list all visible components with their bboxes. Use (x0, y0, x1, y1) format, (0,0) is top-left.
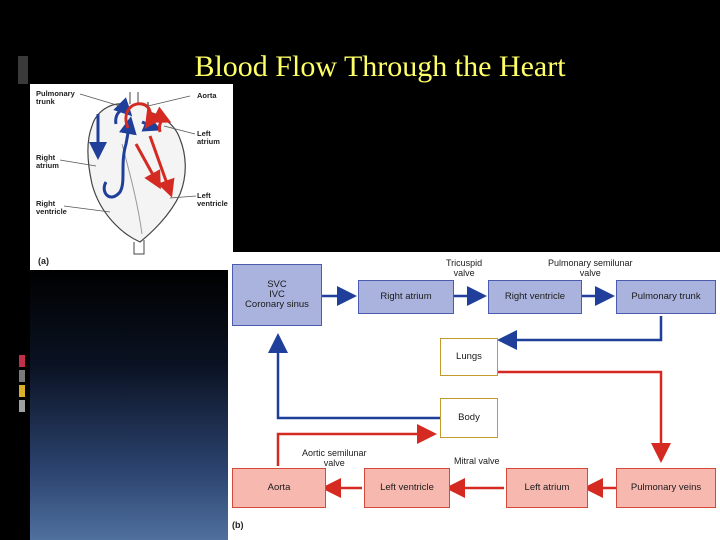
panel-label-b: (b) (232, 520, 244, 530)
title-rule (18, 56, 28, 84)
side-mark (19, 385, 25, 397)
side-mark (19, 400, 25, 412)
box-pulmonary-veins: Pulmonary veins (616, 468, 716, 508)
red-flow-arrow (151, 106, 172, 133)
side-mark (19, 370, 25, 382)
label-aorta: Aorta (197, 91, 217, 100)
leader-line (63, 205, 111, 213)
label-aortic-semilunar-line2: valve (323, 458, 345, 468)
leader-line (169, 195, 197, 199)
box-left-ventricle: Left ventricle (364, 468, 450, 508)
label-mitral-valve: Mitral valve (454, 456, 500, 466)
box-coronary-sinus-label: Coronary sinus (245, 299, 309, 310)
label-pulmonary-semilunar-line1: Pulmonary semilunar (548, 258, 633, 268)
flow-diagram-panel: SVC IVC Coronary sinus Right atrium Righ… (228, 252, 720, 540)
arrow-pulmonary-trunk-to-lungs (497, 316, 663, 350)
arrow-lungs-to-pulmonary-veins (498, 370, 671, 463)
leader-line (79, 93, 121, 107)
box-aorta: Aorta (232, 468, 326, 508)
label-tricuspid-valve: Tricuspid valve (446, 258, 482, 278)
slide-title: Blood Flow Through the Heart (194, 50, 566, 83)
box-vena-cava: SVC IVC Coronary sinus (232, 264, 322, 326)
box-left-atrium: Left atrium (506, 468, 588, 508)
label-pulmonary-semilunar-valve: Pulmonary semilunar valve (548, 258, 633, 278)
box-ivc-label: IVC (269, 289, 285, 300)
label-pulmonary-trunk: Pulmonary trunk (36, 89, 75, 106)
leader-line (163, 125, 196, 135)
red-flow-arrow (148, 135, 175, 198)
label-aortic-semilunar-valve: Aortic semilunar valve (302, 448, 367, 468)
flow-diagram-arrows (268, 286, 671, 498)
box-svc-label: SVC (267, 279, 287, 290)
leader-line (59, 159, 97, 167)
red-flow-arrow (124, 102, 163, 129)
side-marks (19, 355, 25, 415)
vessel-outline (129, 92, 139, 104)
label-tricuspid-line1: Tricuspid (446, 258, 483, 268)
panel-label-a: (a) (38, 256, 49, 266)
box-right-ventricle: Right ventricle (488, 280, 582, 314)
label-tricuspid-line2: valve (453, 268, 475, 278)
heart-illustration-panel: Pulmonary trunk Aorta Left atrium Right … (30, 84, 233, 270)
label-right-ventricle: Right ventricle (36, 199, 67, 216)
box-body: Body (440, 398, 498, 438)
left-gradient-decoration (30, 270, 230, 540)
arrow-body-to-vena-cava (268, 333, 440, 420)
heart-outline (87, 102, 186, 243)
leader-line (147, 95, 191, 107)
label-right-atrium: Right atrium (36, 153, 59, 170)
left-band (0, 0, 30, 540)
ivc-outline (133, 240, 145, 255)
label-left-ventricle: Left ventricle (197, 191, 228, 208)
label-aortic-semilunar-line1: Aortic semilunar (302, 448, 367, 458)
label-pulmonary-semilunar-line2: valve (579, 268, 601, 278)
box-pulmonary-trunk: Pulmonary trunk (616, 280, 716, 314)
side-mark (19, 355, 25, 367)
label-left-atrium: Left atrium (197, 129, 220, 146)
arrow-aorta-to-body (276, 424, 437, 466)
box-lungs: Lungs (440, 338, 498, 376)
blue-flow-arrow (102, 116, 137, 199)
red-flow-arrow (134, 143, 161, 190)
box-right-atrium: Right atrium (358, 280, 454, 314)
heart-illustration (59, 92, 197, 255)
